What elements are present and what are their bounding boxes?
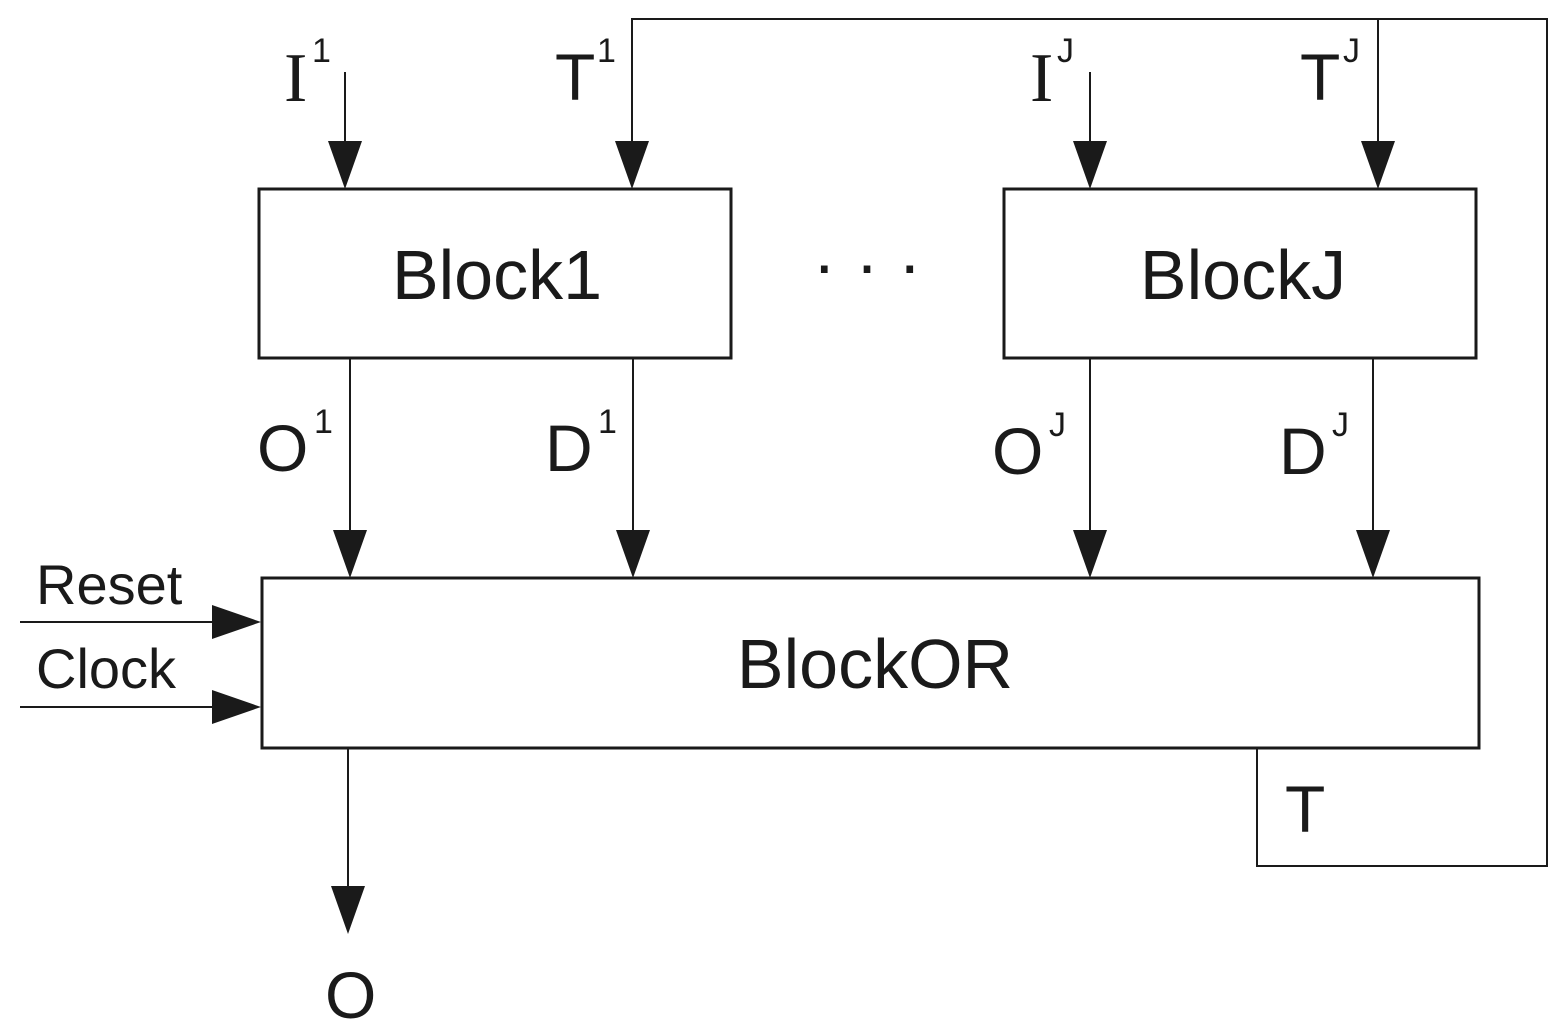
arrowhead-d1 (616, 530, 650, 578)
arrowhead-ij (1073, 141, 1107, 189)
label-d1: D (545, 411, 593, 485)
label-t: T (1285, 772, 1325, 846)
arrowhead-o (331, 886, 365, 934)
label-ij: I (1030, 40, 1053, 117)
block1-box (257, 187, 733, 360)
label-clock: Clock (36, 637, 177, 700)
feedback-wire-t (631, 18, 1548, 867)
label-reset: Reset (36, 553, 183, 616)
arrowhead-oj (1073, 530, 1107, 578)
label-ij-sup: J (1057, 32, 1074, 70)
arrowhead-tj (1361, 141, 1395, 189)
label-d1-sup: 1 (598, 403, 617, 441)
label-tj-sup: J (1343, 32, 1360, 70)
label-dj-sup: J (1332, 406, 1349, 444)
label-t1-sup: 1 (597, 32, 616, 70)
label-dj: D (1279, 414, 1327, 488)
blockj-label: BlockJ (1140, 236, 1346, 314)
arrowhead-dj (1356, 530, 1390, 578)
arrowhead-clock (212, 690, 261, 724)
label-tj: T (1300, 40, 1340, 114)
arrowhead-i1 (328, 141, 362, 189)
label-i1: I (284, 40, 307, 117)
arrowhead-reset (212, 605, 261, 639)
label-o1-sup: 1 (314, 403, 333, 441)
label-oj: O (992, 414, 1043, 488)
label-i1-sup: 1 (312, 32, 331, 70)
blockor-label: BlockOR (737, 625, 1013, 703)
label-o1: O (257, 411, 308, 485)
block1-label: Block1 (392, 236, 602, 314)
label-t1: T (555, 40, 595, 114)
arrowhead-o1 (333, 530, 367, 578)
ellipsis-label: · · · (813, 225, 922, 303)
label-oj-sup: J (1049, 406, 1066, 444)
arrowhead-t1 (615, 141, 649, 189)
blockor-box (260, 576, 1481, 750)
blockj-box (1002, 187, 1478, 360)
label-o: O (325, 958, 376, 1032)
